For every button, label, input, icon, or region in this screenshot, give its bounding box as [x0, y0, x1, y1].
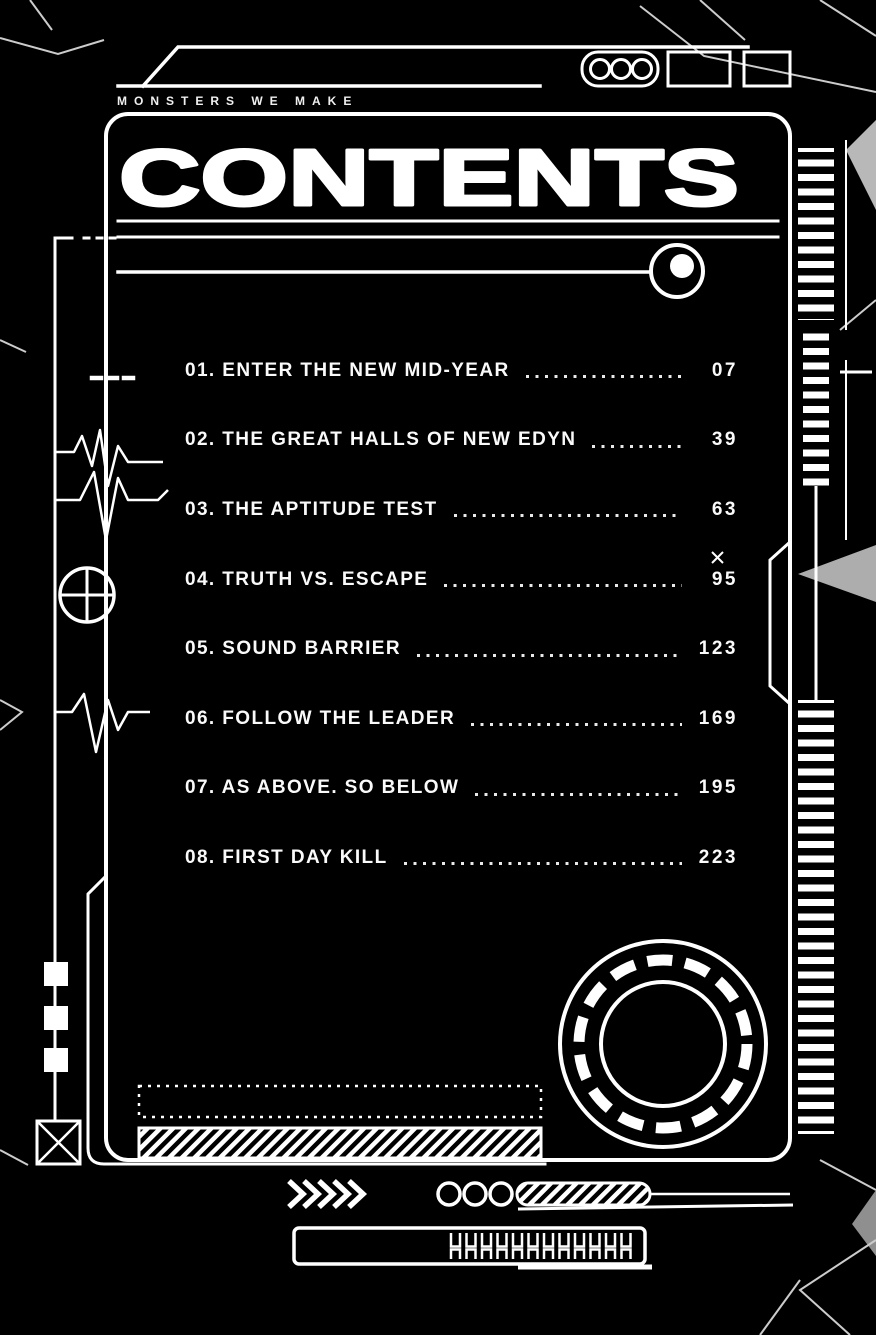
- toc-entry-page: 39: [711, 429, 738, 451]
- waveform-icon: [55, 428, 169, 754]
- dot-leader: [444, 584, 682, 588]
- page-title: CONTENTS: [119, 133, 739, 222]
- dot-leader: [416, 653, 682, 657]
- power-knob-icon: [116, 243, 705, 299]
- toc-entry-label: 01. ENTER THE NEW MID-YEAR: [185, 359, 510, 381]
- series-title: MONSTERS WE MAKE: [117, 94, 358, 108]
- chevrons-icon: [287, 1178, 368, 1210]
- toc-entry-label: 08. FIRST DAY KILL: [185, 846, 388, 868]
- toc-entry-label: 06. FOLLOW THE LEADER: [185, 707, 456, 729]
- indicator-lights: [436, 1181, 514, 1207]
- top-ports: [580, 50, 792, 88]
- toc-entry-page: 95: [711, 568, 738, 590]
- dot-leader: [453, 514, 682, 518]
- toc-entry: 06. FOLLOW THE LEADER 169: [185, 684, 738, 754]
- toc-list: 01. ENTER THE NEW MID-YEAR 07 02. THE GR…: [185, 336, 738, 893]
- x-marker-icon: [711, 551, 724, 564]
- toc-entry: 05. SOUND BARRIER 123: [185, 614, 738, 684]
- dial-icon: [558, 939, 768, 1149]
- toc-entry: 07. AS ABOVE. SO BELOW 195: [185, 754, 738, 824]
- dotted-panel: [137, 1084, 543, 1160]
- toc-entry-label: 03. THE APTITUDE TEST: [185, 498, 438, 520]
- toc-entry-page: 195: [698, 777, 738, 799]
- toc-entry-label: 05. SOUND BARRIER: [185, 638, 401, 660]
- toc-entry-page: 169: [698, 707, 738, 729]
- toc-entry: 08. FIRST DAY KILL 223: [185, 823, 738, 893]
- x-box-icon: [35, 1119, 82, 1166]
- dot-leader: [592, 444, 682, 448]
- toc-entry-label: 04. TRUTH VS. ESCAPE: [185, 568, 429, 590]
- squares-indicator: [44, 962, 68, 1072]
- toc-entry: 01. ENTER THE NEW MID-YEAR 07: [185, 336, 738, 406]
- hatched-bar: [137, 1126, 543, 1160]
- barcode-strip: [798, 140, 872, 1134]
- toc-entry-page: 63: [711, 498, 738, 520]
- toc-entry-page: 223: [698, 846, 738, 868]
- bottom-connector: [287, 1178, 794, 1270]
- toc-entry-label: 07. AS ABOVE. SO BELOW: [185, 777, 460, 799]
- dot-leader: [471, 723, 682, 727]
- plus-dial-icon: [58, 566, 116, 624]
- dot-leader: [525, 375, 682, 379]
- dot-leader: [475, 792, 682, 796]
- dot-leader: [403, 862, 682, 866]
- toc-entry-page: 123: [698, 638, 738, 660]
- toc-entry-page: 07: [711, 359, 738, 381]
- toc-entry: 03. THE APTITUDE TEST 63: [185, 475, 738, 545]
- toc-entry-label: 02. THE GREAT HALLS OF NEW EDYN: [185, 429, 577, 451]
- toc-entry: 04. TRUTH VS. ESCAPE 95: [185, 545, 738, 615]
- toc-entry: 02. THE GREAT HALLS OF NEW EDYN 39: [185, 406, 738, 476]
